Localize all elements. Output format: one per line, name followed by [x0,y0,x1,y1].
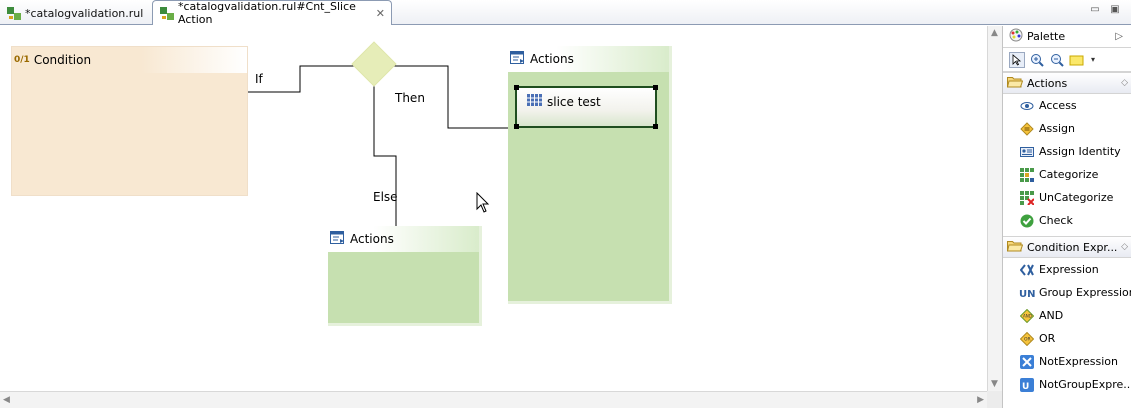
actions-header: Actions [508,46,669,72]
eye-icon [1019,98,1035,114]
actions-title: Actions [350,232,394,246]
not-expression-icon [1019,354,1035,370]
actions-box-then[interactable]: Actions slice test [508,46,672,304]
svg-text:U: U [1022,382,1029,392]
vertical-scrollbar[interactable]: ▲ ▼ [987,26,1002,391]
condition-box[interactable]: 0/1 Condition [11,46,248,196]
condition-title: Condition [33,53,92,67]
svg-text:UN: UN [1019,289,1035,299]
expression-icon [1019,262,1035,278]
uncategorize-icon [1019,190,1035,206]
categorize-icon [1019,167,1035,183]
tab-label: *catalogvalidation.rul#Cnt_Slice Action [178,0,356,26]
palette-panel: Palette ▷ ▾ Actions ◇ Access Assign [1002,26,1131,408]
select-arrow-icon[interactable] [1009,51,1025,68]
palette-item-group-expression[interactable]: UN Group Expression [1019,285,1131,301]
close-icon[interactable]: ✕ [375,6,385,20]
group-expression-icon: UN [1019,285,1035,301]
actions-icon [510,50,526,68]
palette-header[interactable]: Palette ▷ [1003,26,1131,48]
if-label: If [255,72,263,86]
rule-file-icon [6,5,22,21]
zoom-in-icon[interactable] [1029,52,1045,68]
resize-handle[interactable] [653,124,658,129]
resize-handle[interactable] [514,85,519,90]
scroll-up-icon[interactable]: ▲ [991,28,998,38]
svg-text:OR: OR [1024,336,1031,342]
connector-lines [248,65,508,226]
folder-open-icon [1006,240,1024,255]
palette-item-assign[interactable]: Assign [1003,117,1131,140]
mouse-cursor-icon [476,192,490,213]
palette-item-and[interactable]: AND AND [1003,304,1131,327]
scroll-down-icon[interactable]: ▼ [991,379,998,389]
editor-tab-bar: *catalogvalidation.rul *catalogvalidatio… [0,0,1131,26]
else-label: Else [373,190,398,204]
palette-item-check[interactable]: Check [1003,209,1131,232]
palette-item-expression[interactable]: Expression [1003,258,1131,281]
palette-item-access[interactable]: Access [1003,94,1131,117]
slice-test-action[interactable]: slice test [514,85,658,129]
resize-handle[interactable] [653,85,658,90]
scroll-right-icon[interactable]: ▶ [977,395,984,405]
palette-item-assign-identity[interactable]: Assign Identity [1003,140,1131,163]
note-icon[interactable] [1069,52,1085,68]
and-icon: AND [1019,308,1035,324]
actions-title: Actions [530,52,574,66]
horizontal-scrollbar[interactable]: ◀ ▶ [0,391,987,408]
tab-catalogvalidation[interactable]: *catalogvalidation.rul [0,1,151,25]
assign-icon [1019,121,1035,137]
drawer-condition-expressions[interactable]: Condition Expr... ◇ [1003,236,1131,258]
window-controls: ▭ ▣ [1089,4,1121,15]
palette-title: Palette [1027,30,1066,43]
palette-item-not-expression[interactable]: NotExpression [1003,350,1131,373]
then-label: Then [395,91,425,105]
rule-canvas[interactable]: 0/1 Condition If Then Else Actions slice… [0,26,987,391]
or-icon: OR [1019,331,1035,347]
actions-header: Actions [328,226,479,252]
identity-card-icon [1019,144,1035,160]
dropdown-arrow-icon[interactable]: ▾ [1090,55,1095,64]
palette-toolbar: ▾ [1003,48,1131,72]
drawer-actions[interactable]: Actions ◇ [1003,72,1131,94]
rule-file-icon [159,5,175,21]
actions-icon [330,230,346,248]
zoom-out-icon[interactable] [1049,52,1065,68]
slice-label: slice test [547,94,601,109]
drawer-toggle-icon[interactable]: ◇ [1121,242,1128,252]
palette-icon [1009,28,1023,45]
actions-box-else[interactable]: Actions [328,226,482,326]
slice-icon [527,94,543,109]
drawer-toggle-icon[interactable]: ◇ [1121,78,1128,88]
palette-item-uncategorize[interactable]: UnCategorize [1003,186,1131,209]
collapse-palette-icon[interactable]: ▷ [1115,31,1123,42]
minimize-icon[interactable]: ▭ [1090,4,1100,15]
maximize-icon[interactable]: ▣ [1110,4,1120,15]
condition-header: 0/1 Condition [12,47,247,73]
tab-slice-action[interactable]: *catalogvalidation.rul#Cnt_Slice Action … [152,0,392,26]
not-group-expression-icon: U [1019,377,1035,393]
condition-expressions-list: Expression UN Group Expression AND AND O… [1003,258,1131,396]
palette-item-not-group-expression[interactable]: U NotGroupExpre... [1003,373,1131,396]
folder-open-icon [1006,76,1024,91]
condition-icon: 0/1 [14,55,30,65]
palette-item-categorize[interactable]: Categorize [1003,163,1131,186]
scroll-left-icon[interactable]: ◀ [3,395,10,405]
tab-label: *catalogvalidation.rul [25,6,144,20]
actions-list: Access Assign Assign Identity Categorize… [1003,94,1131,236]
check-icon [1019,213,1035,229]
svg-text:AND: AND [1023,313,1032,318]
resize-handle[interactable] [514,124,519,129]
palette-item-or[interactable]: OR OR [1003,327,1131,350]
